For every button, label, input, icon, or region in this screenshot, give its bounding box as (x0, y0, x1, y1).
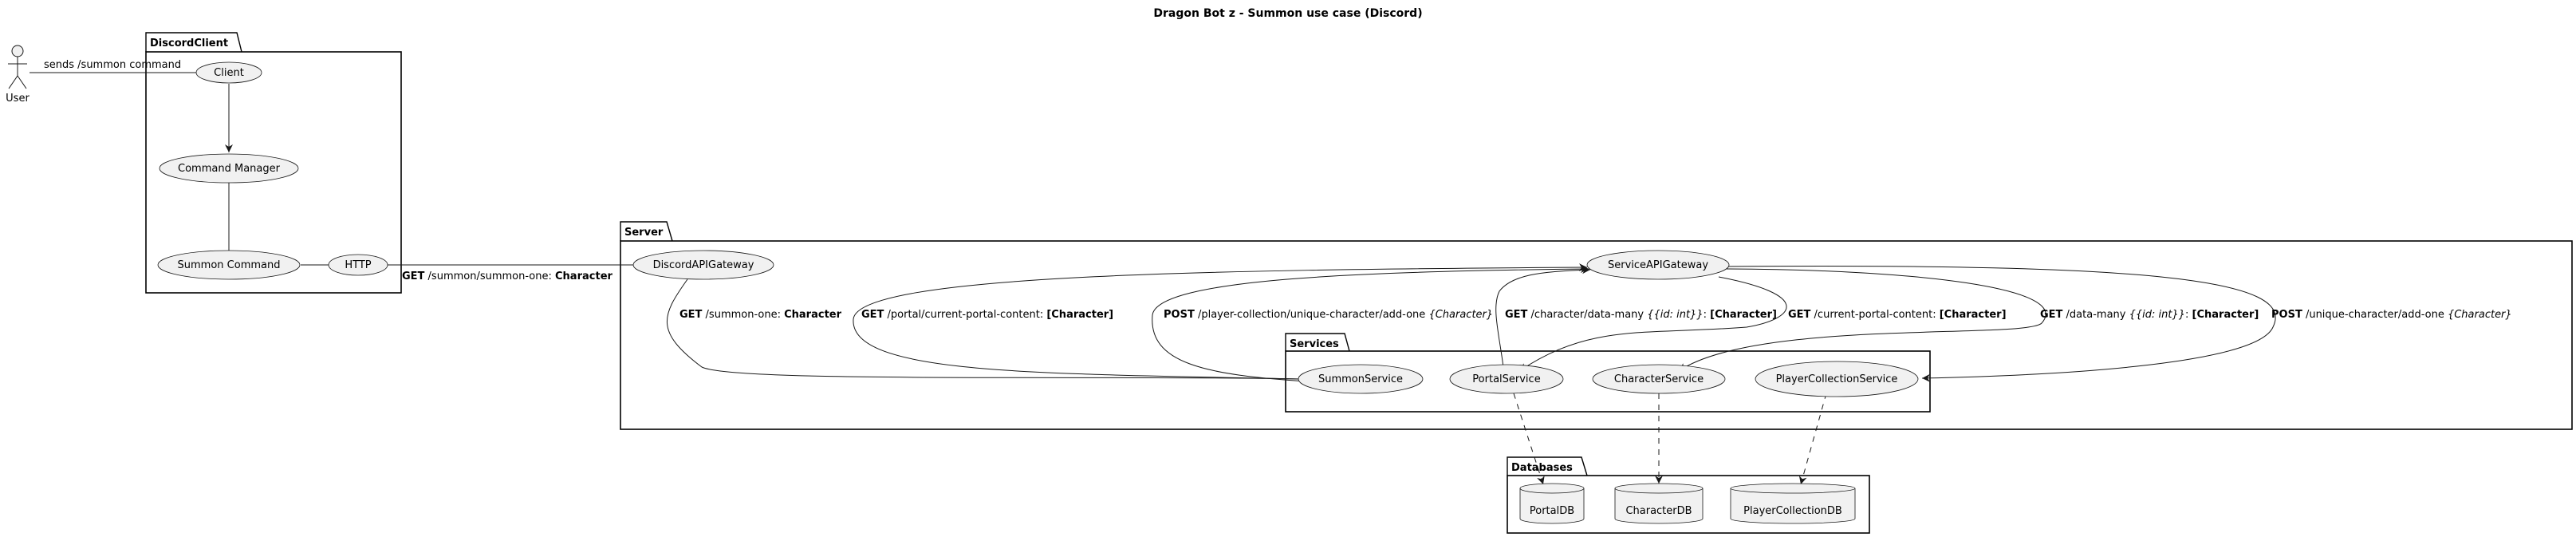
node-label: Command Manager (178, 163, 281, 175)
usecase-client[interactable]: Client (195, 61, 262, 84)
database-icon (1519, 483, 1585, 524)
node-label: PlayerCollectionDB (1743, 505, 1842, 517)
edge-label: GET /data-many {{id: int}}: [Character] (2040, 309, 2259, 321)
database-character-db[interactable]: CharacterDB (1614, 483, 1704, 524)
edge-label: sends /summon command (44, 59, 181, 71)
edge-summon-add-one: POST /player-collection/unique-character… (1152, 265, 1589, 382)
package-databases: Databases (1507, 456, 1870, 534)
edge-http-discord-gateway: GET /summon/summon-one: Character (388, 264, 634, 282)
edge-collection-db (1798, 393, 1827, 485)
diagram-title: Dragon Bot z - Summon use case (Discord) (1153, 7, 1422, 20)
usecase-command-manager[interactable]: Command Manager (159, 153, 299, 184)
edge-label: GET /character/data-many {{id: int}}: [C… (1505, 309, 1777, 321)
package-label: DiscordClient (150, 38, 228, 49)
edge-gateway-portal: GET /current-portal-content: [Character] (1518, 276, 2007, 372)
usecase-portal-service[interactable]: PortalService (1449, 364, 1564, 394)
edge-label: POST /unique-character/add-one {Characte… (2271, 309, 2512, 321)
database-portal-db[interactable]: PortalDB (1519, 483, 1585, 524)
edge-discord-gateway-summon-service: GET /summon-one: Character (666, 278, 1301, 380)
edge-label: GET /current-portal-content: [Character] (1788, 309, 2007, 321)
package-label: Server (624, 227, 664, 239)
node-label: Client (214, 67, 244, 79)
node-label: CharacterDB (1625, 505, 1692, 517)
node-label: PlayerCollectionService (1776, 373, 1898, 385)
node-label: DiscordAPIGateway (653, 259, 754, 271)
package-label: Databases (1511, 462, 1573, 474)
usecase-summon-service[interactable]: SummonService (1298, 364, 1424, 394)
usecase-player-collection-service[interactable]: PlayerCollectionService (1755, 361, 1919, 397)
edge-label: GET /portal/current-portal-content: [Cha… (861, 309, 1113, 321)
actor-label: User (6, 93, 30, 105)
edge-gateway-collection: POST /unique-character/add-one {Characte… (1722, 266, 2512, 382)
usecase-http[interactable]: HTTP (328, 254, 388, 276)
node-label: CharacterService (1614, 373, 1704, 385)
edge-portal-data-many: GET /character/data-many {{id: int}}: [C… (1495, 266, 1777, 368)
database-player-collection-db[interactable]: PlayerCollectionDB (1730, 483, 1856, 524)
node-label: ServiceAPIGateway (1608, 259, 1708, 271)
usecase-service-api-gateway[interactable]: ServiceAPIGateway (1586, 250, 1730, 280)
node-label: PortalService (1472, 373, 1540, 385)
database-icon (1730, 483, 1856, 524)
node-label: HTTP (345, 259, 371, 271)
node-label: Summon Command (178, 259, 281, 271)
usecase-character-service[interactable]: CharacterService (1592, 364, 1726, 394)
edge-label: GET /summon-one: Character (679, 309, 842, 321)
edge-gateway-character: GET /data-many {{id: int}}: [Character] (1678, 268, 2259, 372)
edge-summon-portal-content: GET /portal/current-portal-content: [Cha… (853, 263, 1588, 380)
edge-portal-db (1513, 393, 1545, 485)
node-label: SummonService (1318, 373, 1403, 385)
actor-user: User (6, 45, 30, 105)
edge-label: POST /player-collection/unique-character… (1164, 309, 1493, 321)
edge-user-client: sends /summon command (30, 59, 196, 73)
usecase-discord-api-gateway[interactable]: DiscordAPIGateway (632, 250, 774, 280)
package-label: Services (1290, 338, 1339, 350)
node-label: PortalDB (1530, 505, 1574, 517)
user-icon (8, 45, 27, 89)
usecase-summon-command[interactable]: Summon Command (157, 250, 301, 280)
database-icon (1614, 483, 1704, 524)
package-server: Server (620, 221, 2573, 430)
package-discord-client: DiscordClient (145, 32, 402, 294)
edge-label: GET /summon/summon-one: Character (402, 270, 613, 282)
